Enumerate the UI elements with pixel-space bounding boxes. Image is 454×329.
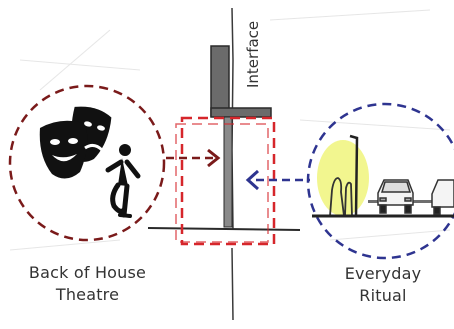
left-caption-line-2: Theatre bbox=[55, 285, 120, 304]
interface-label: Interface bbox=[244, 20, 262, 88]
left-circle bbox=[8, 84, 166, 242]
interface-zone-box bbox=[175, 116, 276, 246]
ground-line bbox=[147, 227, 301, 231]
dancer-icon bbox=[105, 144, 141, 218]
right-caption-line-1: Everyday bbox=[344, 264, 422, 283]
left-circle-caption: Back of House Theatre bbox=[10, 262, 165, 306]
street-lamp-icon bbox=[349, 134, 359, 217]
pedestrian-figure bbox=[329, 177, 353, 217]
right-circle-caption: Everyday Ritual bbox=[318, 263, 448, 307]
car-icon bbox=[431, 179, 454, 215]
background-sketch-lines bbox=[9, 9, 451, 251]
arrow-left-to-interface bbox=[166, 148, 221, 168]
car-icon bbox=[377, 179, 414, 214]
arrow-right-to-interface bbox=[245, 169, 310, 191]
right-caption-line-2: Ritual bbox=[359, 286, 407, 305]
left-caption-line-1: Back of House bbox=[28, 263, 147, 282]
theatre-masks-icon bbox=[39, 106, 112, 179]
wall-section bbox=[210, 45, 272, 228]
street-scene bbox=[312, 134, 454, 218]
